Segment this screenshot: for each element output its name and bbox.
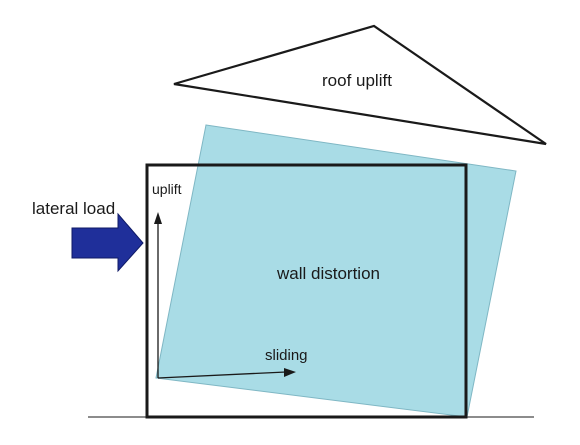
uplift-label: uplift	[152, 181, 182, 197]
wall-distortion-label: wall distortion	[276, 264, 380, 283]
original-wall-outline	[145, 163, 468, 419]
lateral-load-arrow	[71, 212, 144, 273]
sliding-label: sliding	[265, 347, 308, 364]
roof-uplift-label: roof uplift	[322, 71, 392, 90]
lateral-load-label: lateral load	[32, 199, 115, 218]
roof-triangle	[173, 24, 547, 146]
sliding-arrow	[157, 368, 296, 379]
uplift-arrow	[154, 212, 162, 378]
